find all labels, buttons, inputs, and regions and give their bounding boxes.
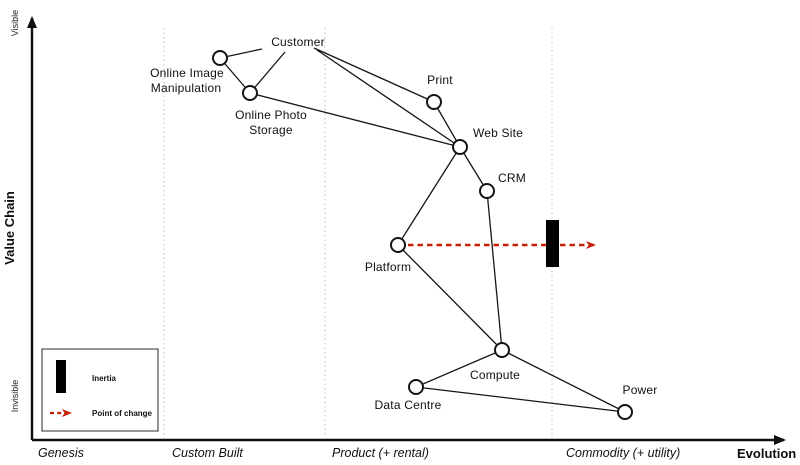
map-edge-compute-power — [501, 349, 626, 413]
map-edge-crm-compute — [486, 190, 503, 351]
node-label-ops-line2: Storage — [249, 123, 293, 137]
map-edge-customer-website — [316, 49, 461, 148]
map-edge-compute-datacentre — [415, 349, 503, 388]
node-label-compute: Compute — [470, 368, 520, 382]
node-label-print: Print — [427, 73, 453, 87]
value-axis-invisible-label: Invisible — [10, 380, 20, 413]
map-edge-print-website — [433, 101, 461, 148]
map-node-datacentre — [408, 379, 424, 395]
legend-inertia-label: Inertia — [92, 374, 117, 383]
inertia-bar — [546, 220, 559, 267]
node-label-oim-line2: Manipulation — [151, 81, 221, 95]
node-label-ops-line1: Online Photo — [235, 108, 307, 122]
map-edge-platform-compute — [397, 244, 503, 351]
map-node-oim — [212, 50, 228, 66]
map-node-power — [617, 404, 633, 420]
map-node-ops — [242, 85, 258, 101]
map-edge-website-platform — [397, 146, 461, 246]
node-label-oim-line1: Online Image — [150, 66, 224, 80]
map-edge-datacentre-power — [415, 386, 626, 413]
map-node-crm — [479, 183, 495, 199]
stage-label-0: Genesis — [38, 446, 84, 460]
node-label-datacentre: Data Centre — [375, 398, 442, 412]
node-label-power: Power — [622, 383, 657, 397]
stage-label-3: Commodity (+ utility) — [566, 446, 680, 460]
map-edge-ops-website — [249, 92, 461, 148]
node-label-platform: Platform — [365, 260, 411, 274]
node-label-customer: Customer — [271, 35, 325, 49]
stage-label-1: Custom Built — [172, 446, 243, 460]
evolution-axis-title: Evolution — [737, 446, 796, 461]
node-label-crm: CRM — [498, 171, 526, 185]
map-node-platform — [390, 237, 406, 253]
map-node-compute — [494, 342, 510, 358]
legend-point-of-change-label: Point of change — [92, 409, 153, 418]
stage-label-2: Product (+ rental) — [332, 446, 429, 460]
value-axis-visible-label: Visible — [10, 10, 20, 36]
map-edge-customer-print — [313, 47, 435, 103]
map-edge-website-crm — [459, 146, 488, 192]
legend-inertia-symbol — [56, 360, 66, 393]
value-chain-axis-title: Value Chain — [2, 191, 17, 265]
map-node-website — [452, 139, 468, 155]
node-label-website: Web Site — [473, 126, 523, 140]
map-node-print — [426, 94, 442, 110]
map-edge-customer-ops — [249, 51, 286, 94]
